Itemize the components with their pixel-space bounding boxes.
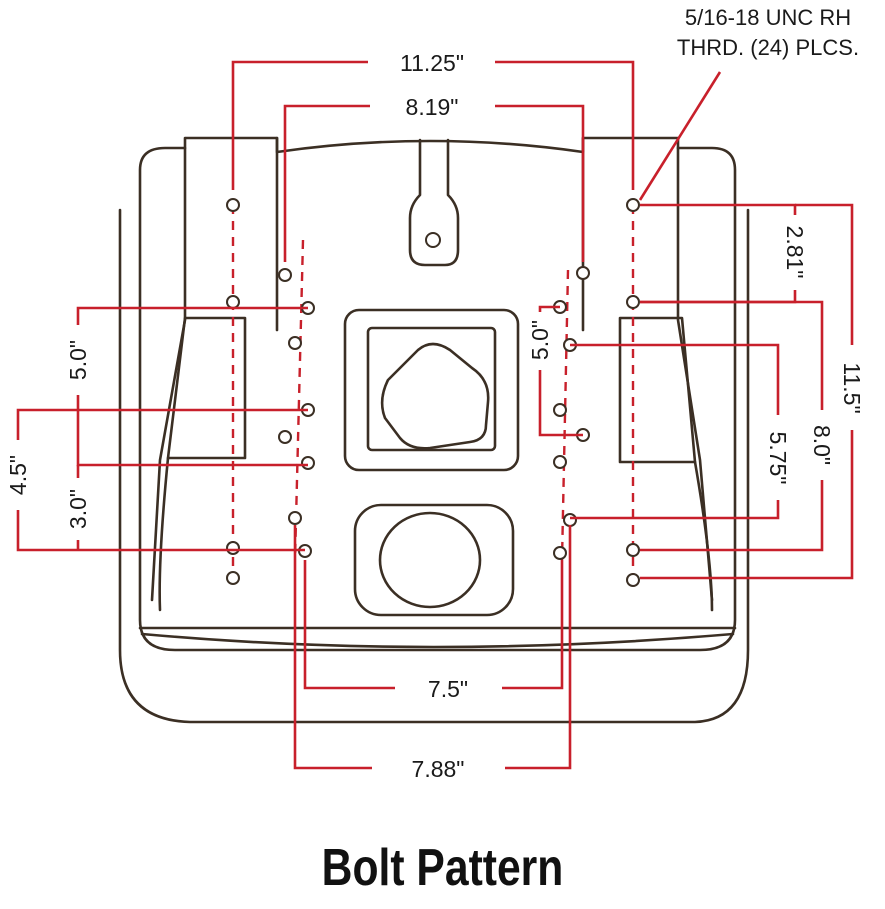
left-slot-outline (166, 316, 247, 460)
right-slot-outline (618, 316, 697, 464)
bolt-hole (278, 430, 292, 444)
bolt-hole (288, 511, 302, 525)
bolt-hole (226, 571, 240, 585)
thread-note-line2: THRD. (24) PLCS. (677, 35, 859, 60)
bolt-hole (226, 295, 240, 309)
dim-label-right-2-81: 2.81" (782, 226, 808, 279)
dashed-column-right-inner (560, 269, 570, 561)
bolt-hole (553, 455, 567, 469)
bolt-hole (626, 573, 640, 587)
center-tab-outline (408, 138, 460, 267)
bolt-hole (553, 546, 567, 560)
thread-leader-line (638, 71, 722, 201)
dim-label-top-inner: 8.19" (406, 94, 459, 120)
bolt-hole (226, 198, 240, 212)
bolt-hole (626, 543, 640, 557)
dim-label-left-3-0: 3.0" (65, 489, 91, 529)
dim-line-center-5-0 (538, 305, 583, 437)
bolt-hole (301, 456, 315, 470)
bolt-hole (626, 198, 640, 212)
center-tab-hole (425, 232, 441, 248)
dim-line-right-5-75 (570, 343, 780, 520)
right-rail-outline (581, 136, 714, 602)
dim-line-bottom-7-5 (303, 560, 564, 690)
dim-line-left-4-5 (16, 408, 308, 552)
dim-line-bottom-7-88 (293, 525, 572, 770)
seat-lip-outline (138, 626, 737, 649)
dim-label-bottom-7-88: 7.88" (412, 756, 465, 782)
center-housing-outer (343, 308, 520, 472)
bolt-hole (226, 541, 240, 555)
dim-label-right-5-75: 5.75" (765, 432, 791, 485)
dim-label-right-11-5: 11.5" (839, 362, 865, 413)
bolt-holes (226, 198, 640, 587)
dimension-labels: 11.25" 8.19" 5/16-18 UNC RH THRD. (24) P… (5, 5, 865, 782)
page-title: Bolt Pattern (321, 839, 564, 897)
hole-columns (231, 205, 635, 585)
center-housing-inner (366, 326, 497, 452)
lower-taper-outline (158, 456, 714, 612)
bolt-hole (288, 336, 302, 350)
dim-label-right-8-0: 8.0" (809, 425, 835, 465)
bolt-hole (576, 266, 590, 280)
dim-line-right-8-0 (640, 300, 824, 552)
left-rail-outline (150, 136, 279, 602)
dim-line-top-outer (231, 60, 635, 190)
dim-label-left-5-0: 5.0" (65, 340, 91, 380)
dashed-column-left-inner (293, 239, 305, 561)
dim-line-left-5-0 (76, 306, 308, 467)
dim-line-right-11-5 (640, 203, 854, 580)
dim-label-center-5-0: 5.0" (527, 320, 553, 360)
bolt-hole (553, 403, 567, 417)
dim-label-bottom-7-5: 7.5" (428, 676, 468, 702)
dim-line-right-2-81 (640, 203, 797, 304)
bolt-hole (626, 295, 640, 309)
center-knob-outline (380, 342, 490, 450)
thread-note-line1: 5/16-18 UNC RH (685, 5, 851, 30)
dim-label-left-4-5: 4.5" (5, 455, 31, 495)
dim-line-top-inner (283, 104, 585, 262)
seat-outline (118, 136, 750, 724)
bolt-hole (563, 513, 577, 527)
seat-back-outline (118, 208, 750, 724)
lower-housing-disc (378, 511, 482, 609)
bolt-hole (278, 268, 292, 282)
lower-housing-outer (353, 503, 515, 617)
dim-label-top-outer: 11.25" (400, 50, 464, 76)
dimension-lines (16, 60, 854, 770)
seat-body-outline (138, 136, 737, 652)
